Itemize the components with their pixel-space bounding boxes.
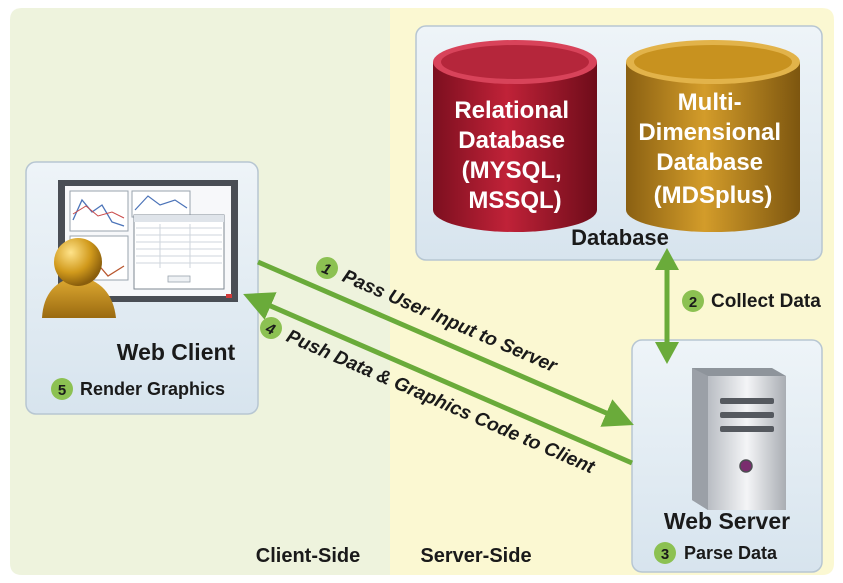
collect-data-label: Collect Data bbox=[711, 291, 821, 312]
step-2-number: 2 bbox=[689, 294, 697, 311]
web-server-title: Web Server bbox=[664, 508, 790, 534]
step-4-badge bbox=[260, 317, 282, 339]
svg-text:3: 3 bbox=[661, 546, 669, 563]
step-1-badge bbox=[316, 257, 338, 279]
web-server-panel: Web Server 3 Parse Data bbox=[631, 339, 823, 573]
step-3-badge: 3 bbox=[654, 542, 676, 564]
svg-text:5: 5 bbox=[58, 382, 66, 399]
parse-data-label: Parse Data bbox=[684, 543, 778, 563]
user-icon bbox=[42, 238, 116, 318]
web-client-title: Web Client bbox=[117, 339, 236, 365]
relational-database-cylinder: Relational Database (MYSQL, MSSQL) bbox=[433, 40, 597, 232]
client-side-label: Client-Side bbox=[256, 545, 360, 567]
multidimensional-database-label: Multi- Dimensional Database (MDSplus) bbox=[638, 89, 787, 209]
web-client-panel: Web Client 5 Render Graphics bbox=[25, 161, 259, 415]
database-panel: Relational Database (MYSQL, MSSQL) Multi… bbox=[415, 25, 823, 261]
collect-data-arrow: 2 Collect Data bbox=[655, 248, 821, 364]
step-2-badge bbox=[682, 290, 704, 312]
render-graphics-label: Render Graphics bbox=[80, 379, 225, 399]
step-5-badge: 5 bbox=[51, 378, 73, 400]
server-tower-icon bbox=[692, 368, 786, 510]
multidimensional-database-cylinder: Multi- Dimensional Database (MDSplus) bbox=[626, 40, 800, 232]
relational-database-label: Relational Database (MYSQL, MSSQL) bbox=[454, 97, 575, 214]
database-title: Database bbox=[571, 225, 669, 250]
server-side-label: Server-Side bbox=[420, 545, 531, 567]
